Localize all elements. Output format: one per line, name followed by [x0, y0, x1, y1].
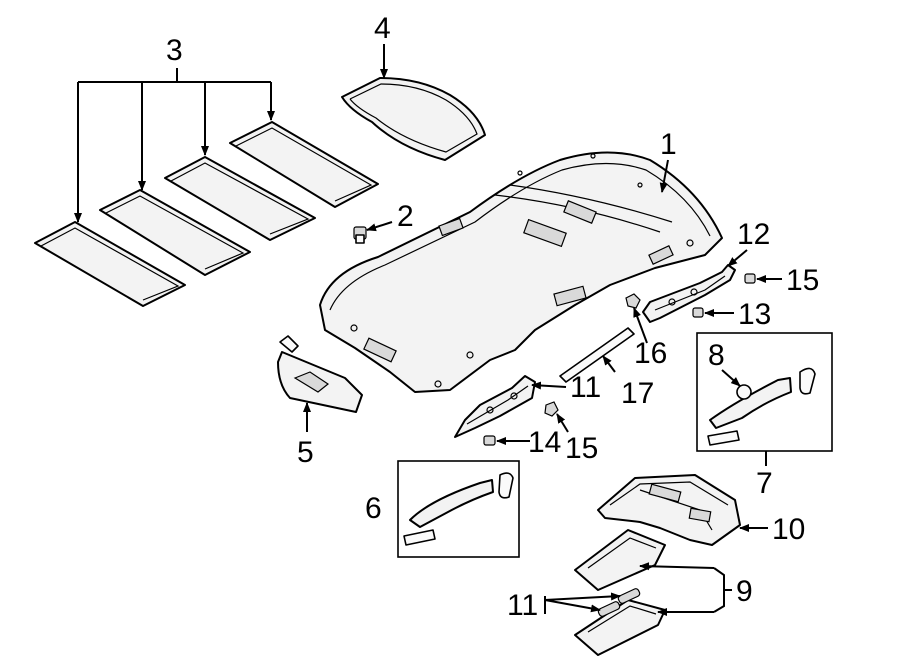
callout-6: 6 [365, 492, 382, 525]
callout-15-left: 15 [565, 432, 598, 465]
headliner [319, 151, 723, 393]
dome-lamps [574, 529, 666, 656]
trim-strip [559, 327, 635, 383]
callout-7: 7 [756, 467, 773, 500]
sunroof-pad [341, 77, 486, 161]
callout-4: 4 [374, 12, 391, 45]
headliner-shell [319, 151, 723, 393]
callout-15-right: 15 [786, 264, 819, 297]
callout-14-left: 14 [528, 426, 561, 459]
callout-13: 12 [737, 218, 770, 251]
console-bracket [597, 474, 741, 546]
callouts: 3 4 2 1 12 15 13 16 17 11 14 15 5 6 7 8 … [166, 12, 819, 622]
insulation-pad-2 [99, 189, 251, 276]
callout-14-right: 13 [738, 298, 771, 331]
insulation-pad-3 [164, 156, 316, 241]
callout-8: 8 [708, 339, 725, 372]
grab-handle-box [397, 460, 520, 558]
roof-rail-rear [642, 264, 736, 323]
callout-11: 11 [507, 589, 538, 622]
roof-rail-front [454, 375, 536, 438]
callout-17: 17 [621, 377, 654, 410]
insulation-pad-1 [34, 221, 186, 307]
callout-16: 16 [634, 337, 667, 370]
callout-9: 9 [736, 575, 753, 608]
callout-1: 1 [660, 128, 677, 161]
retainer-clip [353, 226, 367, 244]
leader-lines [74, 44, 782, 616]
sun-visor [277, 335, 363, 413]
sunroof-pad-shape [341, 77, 486, 161]
insulation-pad-4 [229, 121, 379, 208]
callout-5: 5 [297, 436, 314, 469]
small-clips [483, 273, 756, 446]
callout-10: 10 [772, 513, 805, 546]
insulation-pads [34, 121, 379, 307]
grab-handle-box-2 [696, 332, 833, 452]
callout-12: 11 [570, 371, 601, 404]
callout-3: 3 [166, 34, 183, 67]
callout-2: 2 [397, 200, 414, 233]
